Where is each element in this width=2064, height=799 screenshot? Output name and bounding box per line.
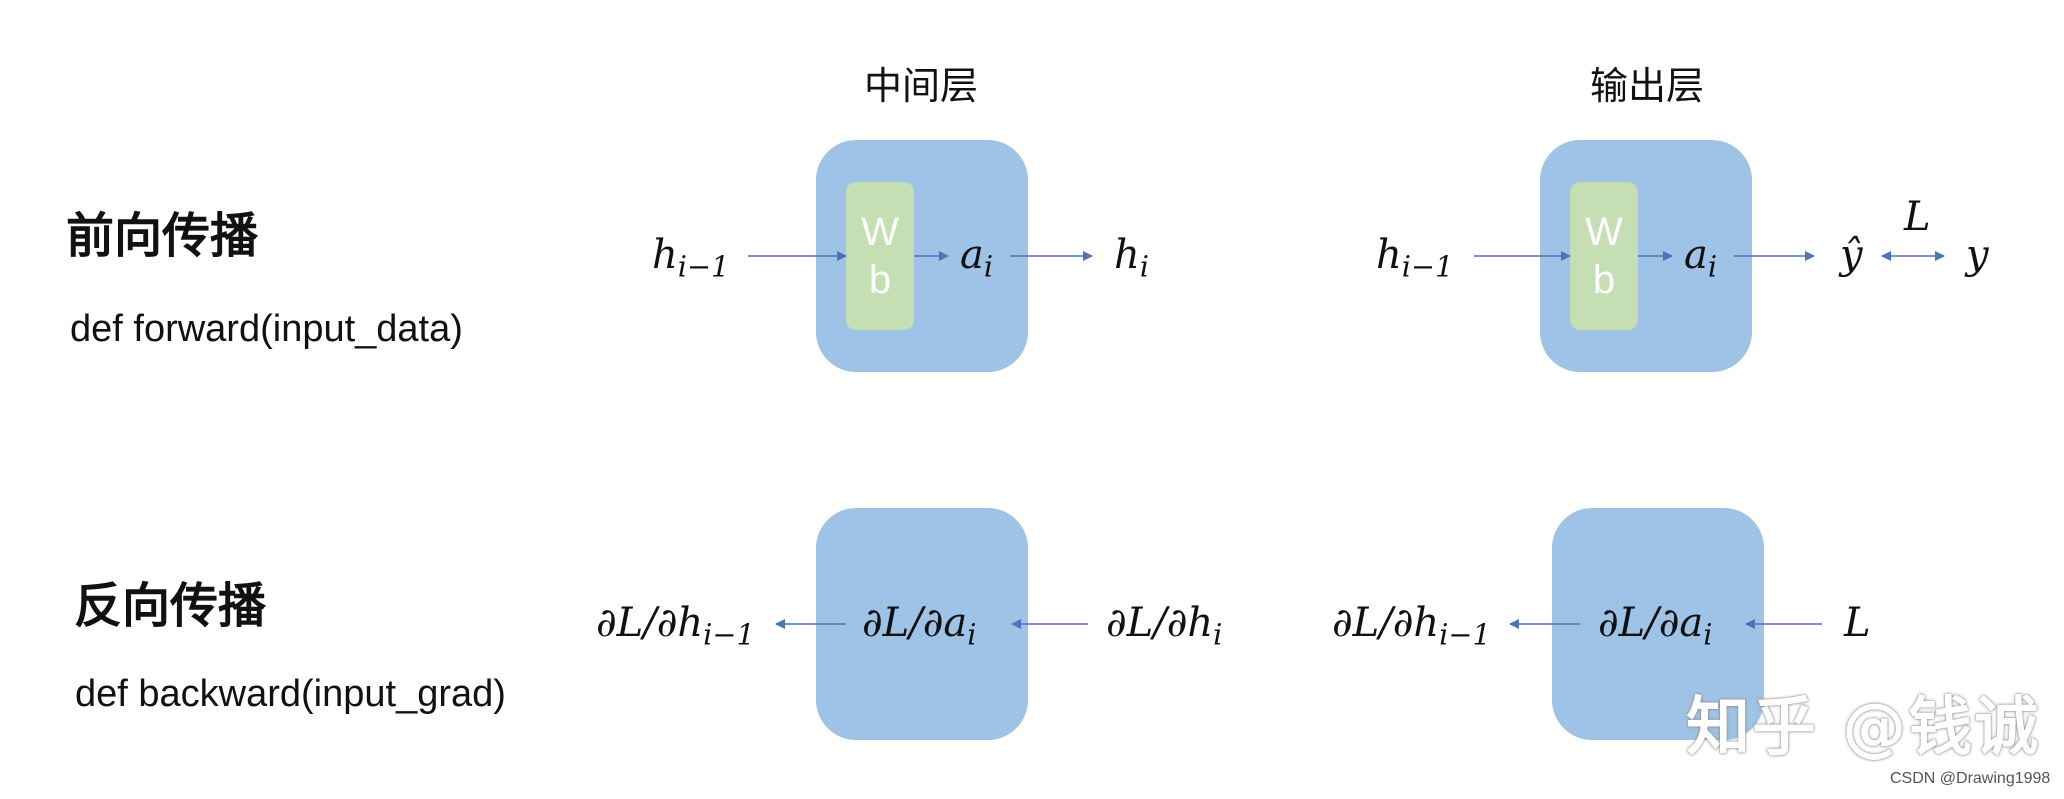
output-input-label: hi−1 bbox=[1376, 232, 1454, 284]
bias-label: b bbox=[1592, 258, 1616, 302]
hidden-layer-backward-block bbox=[816, 508, 1028, 740]
backward-title: 反向传播 bbox=[74, 578, 267, 634]
output-layer-params: W b bbox=[1570, 182, 1638, 330]
weight-label: W bbox=[861, 210, 899, 254]
output-grad-center-label: ∂L/∂ai bbox=[1598, 600, 1713, 652]
hidden-layer-params: W b bbox=[846, 182, 914, 330]
forward-code: def forward(input_data) bbox=[70, 308, 463, 350]
output-layer-backward-block bbox=[1552, 508, 1764, 740]
hidden-grad-center-label: ∂L/∂ai bbox=[862, 600, 977, 652]
output-grad-right-label: L bbox=[1844, 600, 1871, 646]
prediction-label: ŷ bbox=[1840, 232, 1863, 278]
credit-text: CSDN @Drawing1998 bbox=[1890, 770, 2051, 787]
watermark: 知乎 @钱诚 bbox=[1686, 691, 2041, 765]
backward-code: def backward(input_grad) bbox=[75, 673, 506, 715]
output-grad-left-label: ∂L/∂hi−1 bbox=[1332, 600, 1491, 652]
forward-title: 前向传播 bbox=[66, 208, 259, 264]
hidden-grad-right-label: ∂L/∂hi bbox=[1106, 600, 1223, 652]
output-activation-label: ai bbox=[1684, 232, 1718, 284]
hidden-output-label: hi bbox=[1114, 232, 1149, 284]
loss-label: L bbox=[1904, 194, 1931, 240]
hidden-activation-label: ai bbox=[960, 232, 994, 284]
hidden-input-label: hi−1 bbox=[652, 232, 730, 284]
bias-label: b bbox=[868, 258, 892, 302]
hidden-grad-left-label: ∂L/∂hi−1 bbox=[596, 600, 755, 652]
weight-label: W bbox=[1585, 210, 1623, 254]
output-layer-title: 输出层 bbox=[1590, 64, 1705, 108]
target-label: y bbox=[1966, 232, 1989, 278]
hidden-layer-title: 中间层 bbox=[864, 64, 979, 108]
